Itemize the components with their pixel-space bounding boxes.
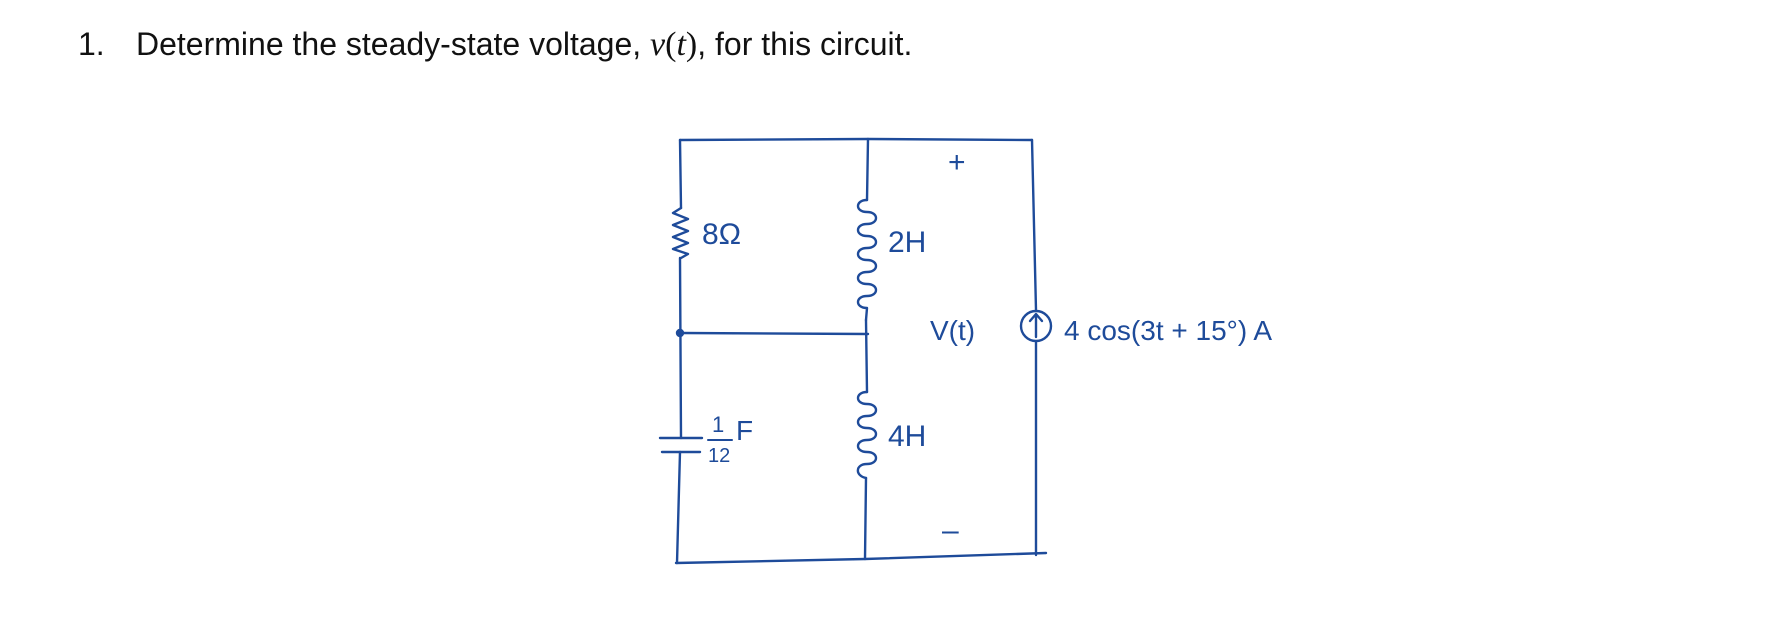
problem-text-after: , for this circuit.: [697, 26, 913, 62]
problem-paren-open: (: [665, 26, 677, 63]
inductor-top-label: 2H: [888, 226, 926, 259]
current-source: [1019, 309, 1053, 343]
wire-left-middle: [678, 256, 683, 440]
wire-left-lower: [675, 450, 682, 565]
problem-number: 1.: [78, 26, 105, 62]
source-label: 4 cos(3t + 15°) A: [1064, 315, 1272, 346]
wire-left-upper: [678, 138, 683, 210]
wire-bottom: [674, 551, 1048, 565]
wire-middle: [679, 331, 870, 336]
voltage-minus-sign: –: [942, 514, 959, 547]
resistor-label: 8Ω: [702, 218, 741, 251]
problem-paren-close: ): [685, 26, 698, 63]
problem-var-v: v: [650, 26, 666, 63]
arrow-up-icon: [1028, 312, 1044, 339]
problem-text-before: Determine the steady-state voltage,: [136, 26, 642, 62]
problem-var-t: t: [676, 26, 686, 63]
voltage-label: V(t): [930, 315, 975, 346]
capacitor-label-den: 12: [708, 445, 730, 467]
capacitor-1-12-farad: [658, 436, 704, 454]
resistor-8-ohm: [671, 206, 690, 260]
inductor-4h: [856, 390, 878, 480]
wire-center-middle: [864, 318, 869, 394]
inductor-2h: [856, 198, 878, 322]
wire-center-upper: [865, 137, 870, 202]
capacitor-label-unit: F: [736, 415, 753, 446]
capacitor-label-num: 1: [712, 412, 724, 437]
voltage-plus-sign: +: [948, 146, 966, 179]
inductor-bottom-label: 4H: [888, 420, 926, 453]
problem-statement: 1. Determine the steady-state voltage, v(…: [78, 26, 912, 64]
wire-center-lower: [863, 476, 868, 561]
circuit-wires: [674, 137, 1048, 565]
junction-left: [675, 328, 685, 338]
wire-top: [678, 137, 1034, 142]
wire-right-upper: [1030, 138, 1038, 312]
